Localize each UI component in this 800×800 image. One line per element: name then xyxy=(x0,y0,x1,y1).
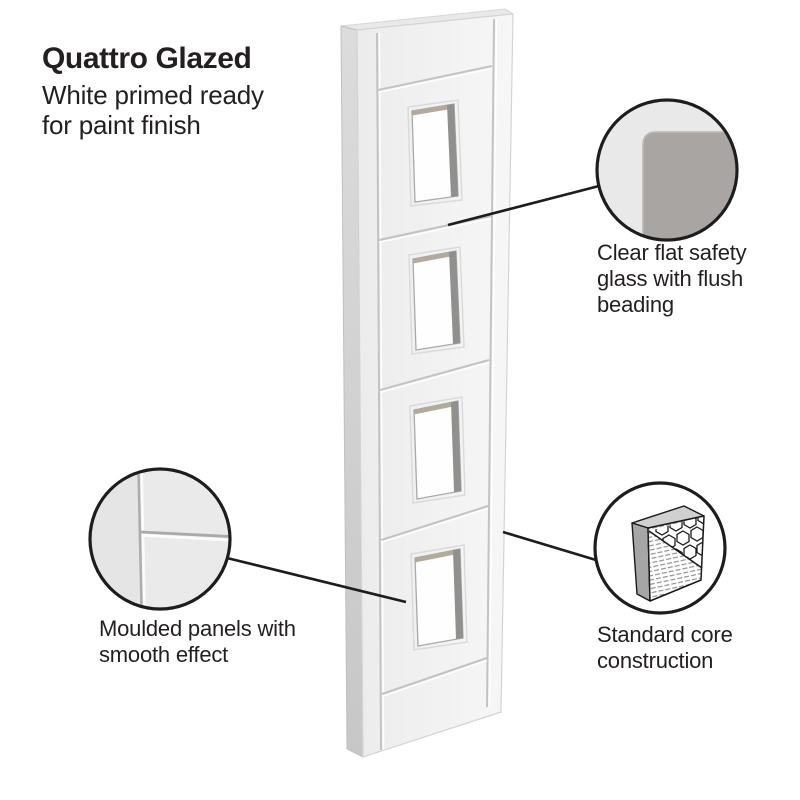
callout-label-core: Standard core construction xyxy=(597,622,733,673)
callout-label-moulded-panels: Moulded panels with smooth effect xyxy=(99,616,296,667)
leader-line-moulded xyxy=(226,556,407,604)
leader-line-glass xyxy=(447,184,600,227)
door-illustration xyxy=(340,8,515,758)
honeycomb-core-icon xyxy=(593,481,727,615)
door-front-face xyxy=(356,13,514,758)
page-title: Quattro Glazed xyxy=(42,42,252,75)
page-subtitle: White primed ready for paint finish xyxy=(42,80,264,141)
door-horizontal-grooves xyxy=(377,65,493,698)
moulded-panel-icon xyxy=(88,467,232,611)
glass-pane-4 xyxy=(410,544,468,651)
leader-lines xyxy=(226,184,600,604)
glass-pane-1 xyxy=(407,99,463,207)
callout-label-glass: Clear flat safety glass with flush beadi… xyxy=(597,240,747,317)
glass-pane-3 xyxy=(409,396,466,504)
leader-line-core xyxy=(502,530,597,562)
glass-pane-2 xyxy=(408,246,465,355)
glass-corner-icon xyxy=(595,98,739,242)
